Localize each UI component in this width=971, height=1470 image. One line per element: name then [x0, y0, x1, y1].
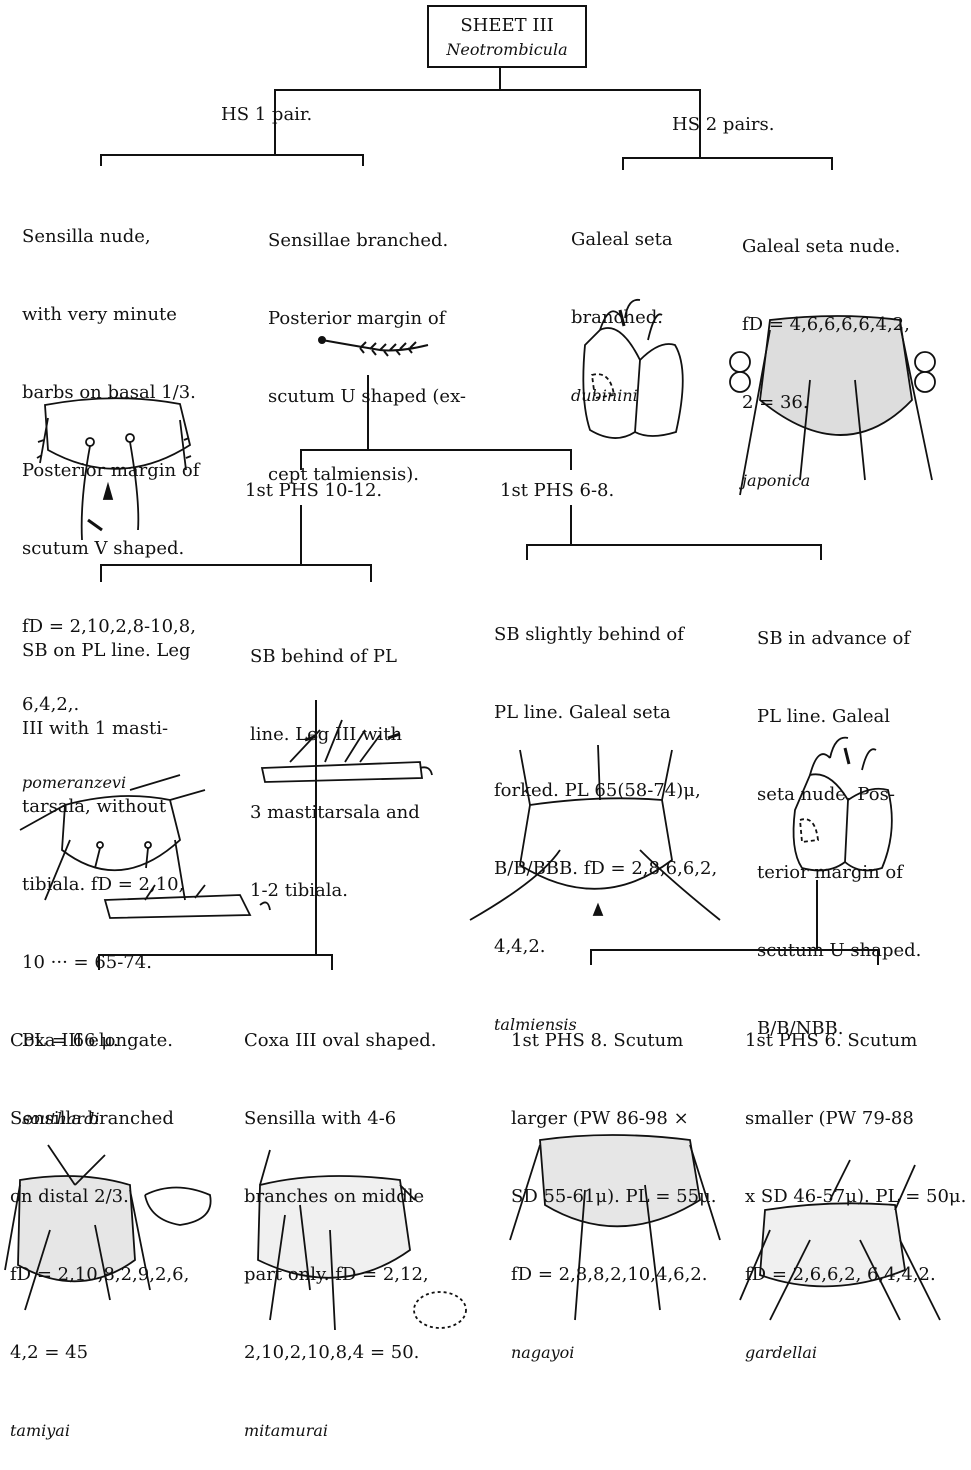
node-line: terior margin of	[757, 860, 921, 886]
node-line: III with 1 masti-	[22, 716, 191, 742]
node-line: Sensilla branched	[10, 1106, 189, 1132]
node-line: branched.	[571, 305, 673, 331]
species-name: tamiyai	[10, 1418, 189, 1444]
node-line: cept talmiensis).	[268, 462, 466, 488]
node-line: 3 mastitarsala and	[250, 800, 420, 826]
branch-hs2: HS 2 pairs.	[672, 112, 775, 138]
node-line: Posterior margin of	[268, 306, 466, 332]
node-line: branches on middle	[244, 1184, 436, 1210]
title-box: SHEET III Neotrombicula	[427, 5, 587, 68]
node-gardellai: 1st PHS 6. Scutum smaller (PW 79-88 x SD…	[745, 976, 966, 1392]
species-name: dubinini	[571, 383, 673, 409]
node-line: Sensilla nude,	[22, 224, 199, 250]
species-name: mitamurai	[244, 1418, 436, 1444]
node-line: scutum U shaped (ex-	[268, 384, 466, 410]
node-line: Sensillae branched.	[268, 228, 466, 254]
node-line: 2 = 36.	[742, 390, 910, 416]
node-line: Galeal seta nude.	[742, 234, 910, 260]
node-line: SB in advance of	[757, 626, 921, 652]
node-japonica: Galeal seta nude. fD = 4,6,6,6,6,4,2, 2 …	[742, 182, 910, 520]
branch-hs1: HS 1 pair.	[221, 102, 312, 128]
node-line: PL line. Galeal	[757, 704, 921, 730]
node-line: fD = 2,10,8,2,9,2,6,	[10, 1262, 189, 1288]
node-nagayoi: 1st PHS 8. Scutum larger (PW 86-98 × SD …	[511, 976, 716, 1392]
node-line: Sensilla with 4-6	[244, 1106, 436, 1132]
node-sensillae-branched: Sensillae branched. Posterior margin of …	[268, 176, 466, 514]
node-line: SD 55-61μ). PL = 55μ.	[511, 1184, 716, 1210]
node-line: on distal 2/3.	[10, 1184, 189, 1210]
node-line: fD = 2,6,6,2, 6,4,4,2.	[745, 1262, 966, 1288]
node-mitamurai: Coxa III oval shaped. Sensilla with 4-6 …	[244, 976, 436, 1470]
node-line: scutum V shaped.	[22, 536, 199, 562]
node-line: 1-2 tibiala.	[250, 878, 420, 904]
node-line: with very minute	[22, 302, 199, 328]
sheet-title: SHEET III	[429, 13, 585, 39]
node-line: B/B/BBB. fD = 2,8,6,6,2,	[494, 856, 717, 882]
node-line: 4,4,2.	[494, 934, 717, 960]
node-line: Coxa III oval shaped.	[244, 1028, 436, 1054]
node-line: x SD 46-57μ). PL = 50μ.	[745, 1184, 966, 1210]
node-line: SB on PL line. Leg	[22, 638, 191, 664]
node-line: Coxa III elongate.	[10, 1028, 189, 1054]
node-line: 1st PHS 6. Scutum	[745, 1028, 966, 1054]
node-line: part only. fD = 2,12,	[244, 1262, 436, 1288]
node-line: 1st PHS 8. Scutum	[511, 1028, 716, 1054]
node-dubinini: Galeal seta branched. dubinini	[571, 175, 673, 435]
species-name: japonica	[742, 468, 910, 494]
node-line: scutum U shaped.	[757, 938, 921, 964]
genus-name: Neotrombicula	[429, 39, 585, 61]
node-line: SB slightly behind of	[494, 622, 717, 648]
species-name: nagayoi	[511, 1340, 716, 1366]
node-line: Posterior margin of	[22, 458, 199, 484]
node-line: barbs on basal 1/3.	[22, 380, 199, 406]
node-line: seta nude. Pos-	[757, 782, 921, 808]
node-line: PL line. Galeal seta	[494, 700, 717, 726]
node-sb-behind: SB behind of PL line. Leg III with 3 mas…	[250, 592, 420, 930]
node-line: smaller (PW 79-88	[745, 1106, 966, 1132]
node-line: 10 ··· = 65-74.	[22, 950, 191, 976]
node-line: tibiala. fD = 2,10,	[22, 872, 191, 898]
node-line: 2,10,2,10,8,4 = 50.	[244, 1340, 436, 1366]
species-name: gardellai	[745, 1340, 966, 1366]
node-line: Galeal seta	[571, 227, 673, 253]
node-line: fD = 4,6,6,6,6,4,2,	[742, 312, 910, 338]
node-line: larger (PW 86-98 ×	[511, 1106, 716, 1132]
node-line: fD = 2,8,8,2,10,4,6,2.	[511, 1262, 716, 1288]
node-tamiyai: Coxa III elongate. Sensilla branched on …	[10, 976, 189, 1470]
node-line: tarsala, without	[22, 794, 191, 820]
node-line: SB behind of PL	[250, 644, 420, 670]
node-line: forked. PL 65(58-74)μ,	[494, 778, 717, 804]
node-line: 4,2 = 45	[10, 1340, 189, 1366]
node-line: line. Leg III with	[250, 722, 420, 748]
branch-phs-6-8: 1st PHS 6-8.	[500, 478, 614, 504]
